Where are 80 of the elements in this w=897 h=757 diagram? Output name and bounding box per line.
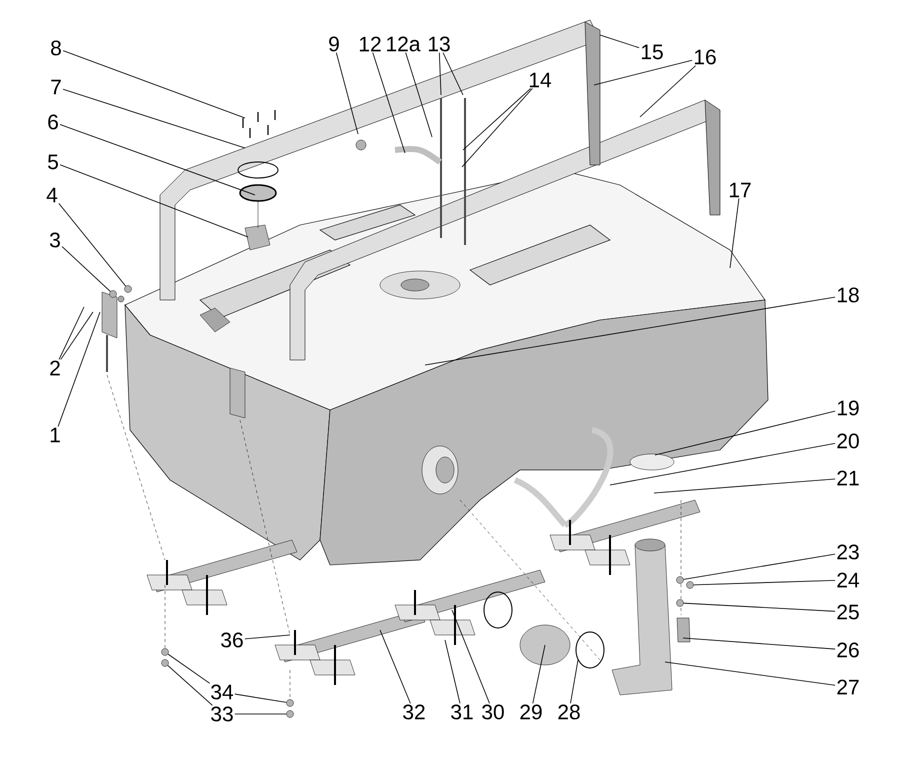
leader-line [444, 640, 460, 704]
leader-line [380, 630, 411, 704]
washer [686, 581, 694, 589]
callout-number: 23 [837, 544, 859, 560]
leader-line [462, 88, 532, 150]
leader-line [58, 312, 100, 427]
callout-number: 6 [48, 114, 58, 130]
leader-line [60, 312, 94, 360]
callout-number: 1 [50, 428, 60, 442]
leader-line [462, 88, 533, 168]
leader-line [62, 246, 111, 292]
callout-number: 5 [48, 154, 58, 170]
leader-line [234, 694, 287, 703]
leader-line [682, 638, 836, 650]
leader-line [683, 554, 836, 580]
washer [161, 659, 169, 667]
callout-number: 34 [211, 684, 234, 700]
callout-number: 3 [50, 232, 60, 248]
leader-line [600, 34, 640, 48]
callout-number: 16 [694, 50, 716, 64]
callout-number: 19 [838, 400, 859, 416]
washer [109, 290, 117, 298]
leader-line [532, 644, 546, 704]
callout-number: 33 [211, 706, 233, 722]
leader-line [683, 602, 836, 612]
leader-line [594, 60, 693, 86]
callout-number: 28 [558, 704, 580, 720]
leader-line [452, 610, 490, 704]
callout-number: 17 [730, 182, 751, 198]
callout-number: 20 [837, 434, 859, 448]
callout-number: 21 [837, 470, 859, 486]
callout-number: 8 [51, 40, 61, 56]
callout-number: 18 [838, 288, 859, 302]
leader-line [610, 442, 836, 486]
leader-line [167, 665, 213, 706]
leader-line [244, 634, 290, 640]
leader-line [62, 50, 246, 118]
leader-line [424, 296, 836, 366]
leader-line [60, 124, 256, 196]
leader-line [60, 164, 248, 238]
leader-line [664, 662, 836, 686]
leader-line [570, 660, 578, 704]
leader-line [58, 203, 126, 286]
callout-number: 24 [837, 572, 860, 588]
callout-number: 32 [403, 704, 425, 720]
callout-number: 14 [530, 72, 552, 88]
washer [161, 648, 169, 656]
washer [286, 699, 294, 707]
callout-number: 29 [520, 704, 542, 720]
washer [286, 710, 294, 718]
leader-line [654, 478, 836, 494]
leader-line [730, 198, 740, 268]
washer [124, 285, 132, 293]
callout-number: 13 [428, 36, 450, 52]
leader-line [654, 410, 836, 456]
leader-line [640, 65, 696, 118]
callout-number: 15 [642, 44, 663, 60]
callout-number: 25 [837, 604, 859, 620]
leader-line [336, 52, 358, 134]
leader-line [405, 52, 432, 138]
callout-number: 12 [360, 36, 381, 52]
callout-number: 9 [329, 36, 339, 52]
leader-line [693, 580, 836, 586]
callout-number: 31 [451, 704, 473, 720]
callout-number: 2 [50, 360, 60, 376]
leader-line [168, 654, 210, 684]
callout-number: 27 [837, 680, 859, 694]
leader-line [438, 52, 442, 96]
washer [676, 599, 684, 607]
leader-line [62, 88, 246, 148]
callout-number: 26 [837, 642, 859, 658]
leader-line [58, 306, 84, 360]
washer [676, 576, 684, 584]
callout-number: 12a [387, 36, 421, 52]
leader-line [442, 52, 464, 96]
callout-number: 30 [482, 704, 504, 720]
callout-number: 4 [46, 188, 58, 202]
callout-number: 36 [221, 632, 243, 648]
leader-line [372, 52, 406, 154]
callout-number: 7 [51, 80, 61, 94]
